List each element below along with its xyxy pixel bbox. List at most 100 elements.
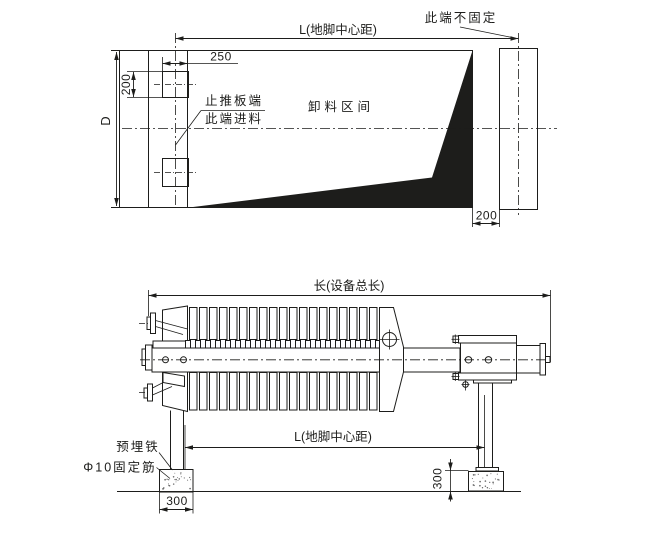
concrete-dot (167, 483, 169, 485)
plate-handle (265, 340, 271, 349)
filter-plate-lower (339, 372, 348, 411)
plate-handle (185, 340, 191, 349)
concrete-dot (180, 476, 182, 478)
total-length-label: 长(设备总长) (314, 278, 385, 293)
plate-handle (325, 340, 331, 349)
embedded-plate-leader (158, 452, 173, 471)
concrete-dot (473, 481, 475, 483)
filter-plate-lower (279, 372, 288, 411)
thrust-note-leader (175, 110, 202, 146)
filter-plate-upper (369, 307, 378, 340)
concrete-dot (177, 480, 179, 481)
filter-plate-upper (299, 307, 308, 340)
concrete-dot (484, 485, 487, 487)
filter-plate-lower (259, 372, 268, 411)
filter-plate-upper (239, 307, 248, 340)
concrete-dot (496, 473, 498, 475)
concrete-dot (164, 478, 166, 481)
concrete-dot (189, 476, 191, 479)
filter-plate-lower (299, 372, 308, 411)
filter-plate-lower (199, 372, 208, 411)
filter-plate-lower (289, 372, 298, 411)
concrete-dot (471, 478, 473, 480)
f300r-dim-label: 300 (431, 468, 445, 490)
concrete-dot (163, 487, 165, 489)
filter-plate-upper (259, 307, 268, 340)
concrete-dot (486, 474, 488, 477)
concrete-dot (180, 472, 182, 474)
f300-dim-label: 300 (166, 494, 188, 508)
concrete-dot (190, 479, 192, 481)
concrete-dot (174, 472, 176, 474)
filter-plate-lower (209, 372, 218, 411)
filter-plate-lower (369, 372, 378, 411)
concrete-dot (494, 478, 496, 480)
concrete-texture-left (162, 472, 192, 490)
l-dim-label: L(地脚中心距) (294, 429, 372, 444)
concrete-dot (180, 473, 182, 475)
concrete-dot (163, 488, 165, 490)
concrete-dot (187, 479, 189, 481)
concrete-dot (479, 480, 481, 483)
plan-l-dim-label: L(地脚中心距) (299, 22, 377, 37)
free-end-label: 此端不固定 (425, 10, 498, 25)
filter-plate-upper (339, 307, 348, 340)
concrete-dot (484, 480, 487, 482)
plate-handle (335, 340, 341, 349)
feed-elbow-bracket (162, 371, 185, 388)
filter-plate-lower (349, 372, 358, 411)
concrete-dot (489, 481, 491, 484)
filter-plate-lower (249, 372, 258, 411)
d-dim-label: D (98, 116, 113, 125)
plate-handle (285, 340, 291, 349)
plate-handle (275, 340, 281, 349)
thrust-note-line2: 此端进料 (205, 112, 263, 126)
filter-plate-upper (319, 307, 328, 340)
concrete-dot (178, 478, 181, 480)
filter-plate-upper (279, 307, 288, 340)
embedded-plate-label: 预埋铁 (116, 440, 160, 454)
concrete-dot (168, 479, 170, 481)
concrete-dot (174, 479, 176, 481)
filter-plate-lower (329, 372, 338, 411)
filter-plate-lower (309, 372, 318, 411)
filter-plate-upper (359, 307, 368, 340)
anchor-bar-leader (156, 467, 171, 479)
filter-plate-lower (219, 372, 228, 411)
filter-plate-upper (289, 307, 298, 340)
cylinder-bracket (451, 334, 517, 384)
plate-handle (195, 340, 201, 349)
dim250-label: 250 (210, 50, 232, 64)
concrete-dot (472, 474, 475, 476)
filter-plate-lower (269, 372, 278, 411)
filter-plate-lower (189, 372, 198, 411)
concrete-dot (477, 473, 479, 475)
filter-plate-pack (185, 307, 381, 411)
filter-plate-lower (319, 372, 328, 411)
plate-handle (295, 340, 301, 349)
plate-rail (152, 340, 188, 349)
filter-plate-upper (269, 307, 278, 340)
concrete-dot (481, 487, 484, 489)
filter-plate-upper (189, 307, 198, 340)
filter-plate-upper (249, 307, 258, 340)
concrete-dot (175, 481, 177, 483)
plan-view: D 200 250 L(地脚中心距) 此端不固定 止推板端 此端进料 卸料区间 … (98, 10, 557, 227)
filter-plate-upper (199, 307, 208, 340)
concrete-dot (172, 476, 175, 478)
hydraulic-cylinder (516, 343, 551, 376)
elevation-view: 长(设备总长) (83, 278, 551, 514)
plate-handle (235, 340, 241, 349)
anchor-bolt-icon (461, 380, 470, 391)
concrete-dot (482, 477, 484, 479)
concrete-dot (168, 484, 171, 487)
discharge-wedge (189, 50, 473, 208)
concrete-dot (175, 478, 177, 481)
filter-plate-lower (359, 372, 368, 411)
concrete-dot (189, 487, 191, 490)
plate-handle (255, 340, 261, 349)
filter-plate-upper (309, 307, 318, 340)
filter-plate-lower (239, 372, 248, 411)
concrete-dot (491, 488, 492, 489)
